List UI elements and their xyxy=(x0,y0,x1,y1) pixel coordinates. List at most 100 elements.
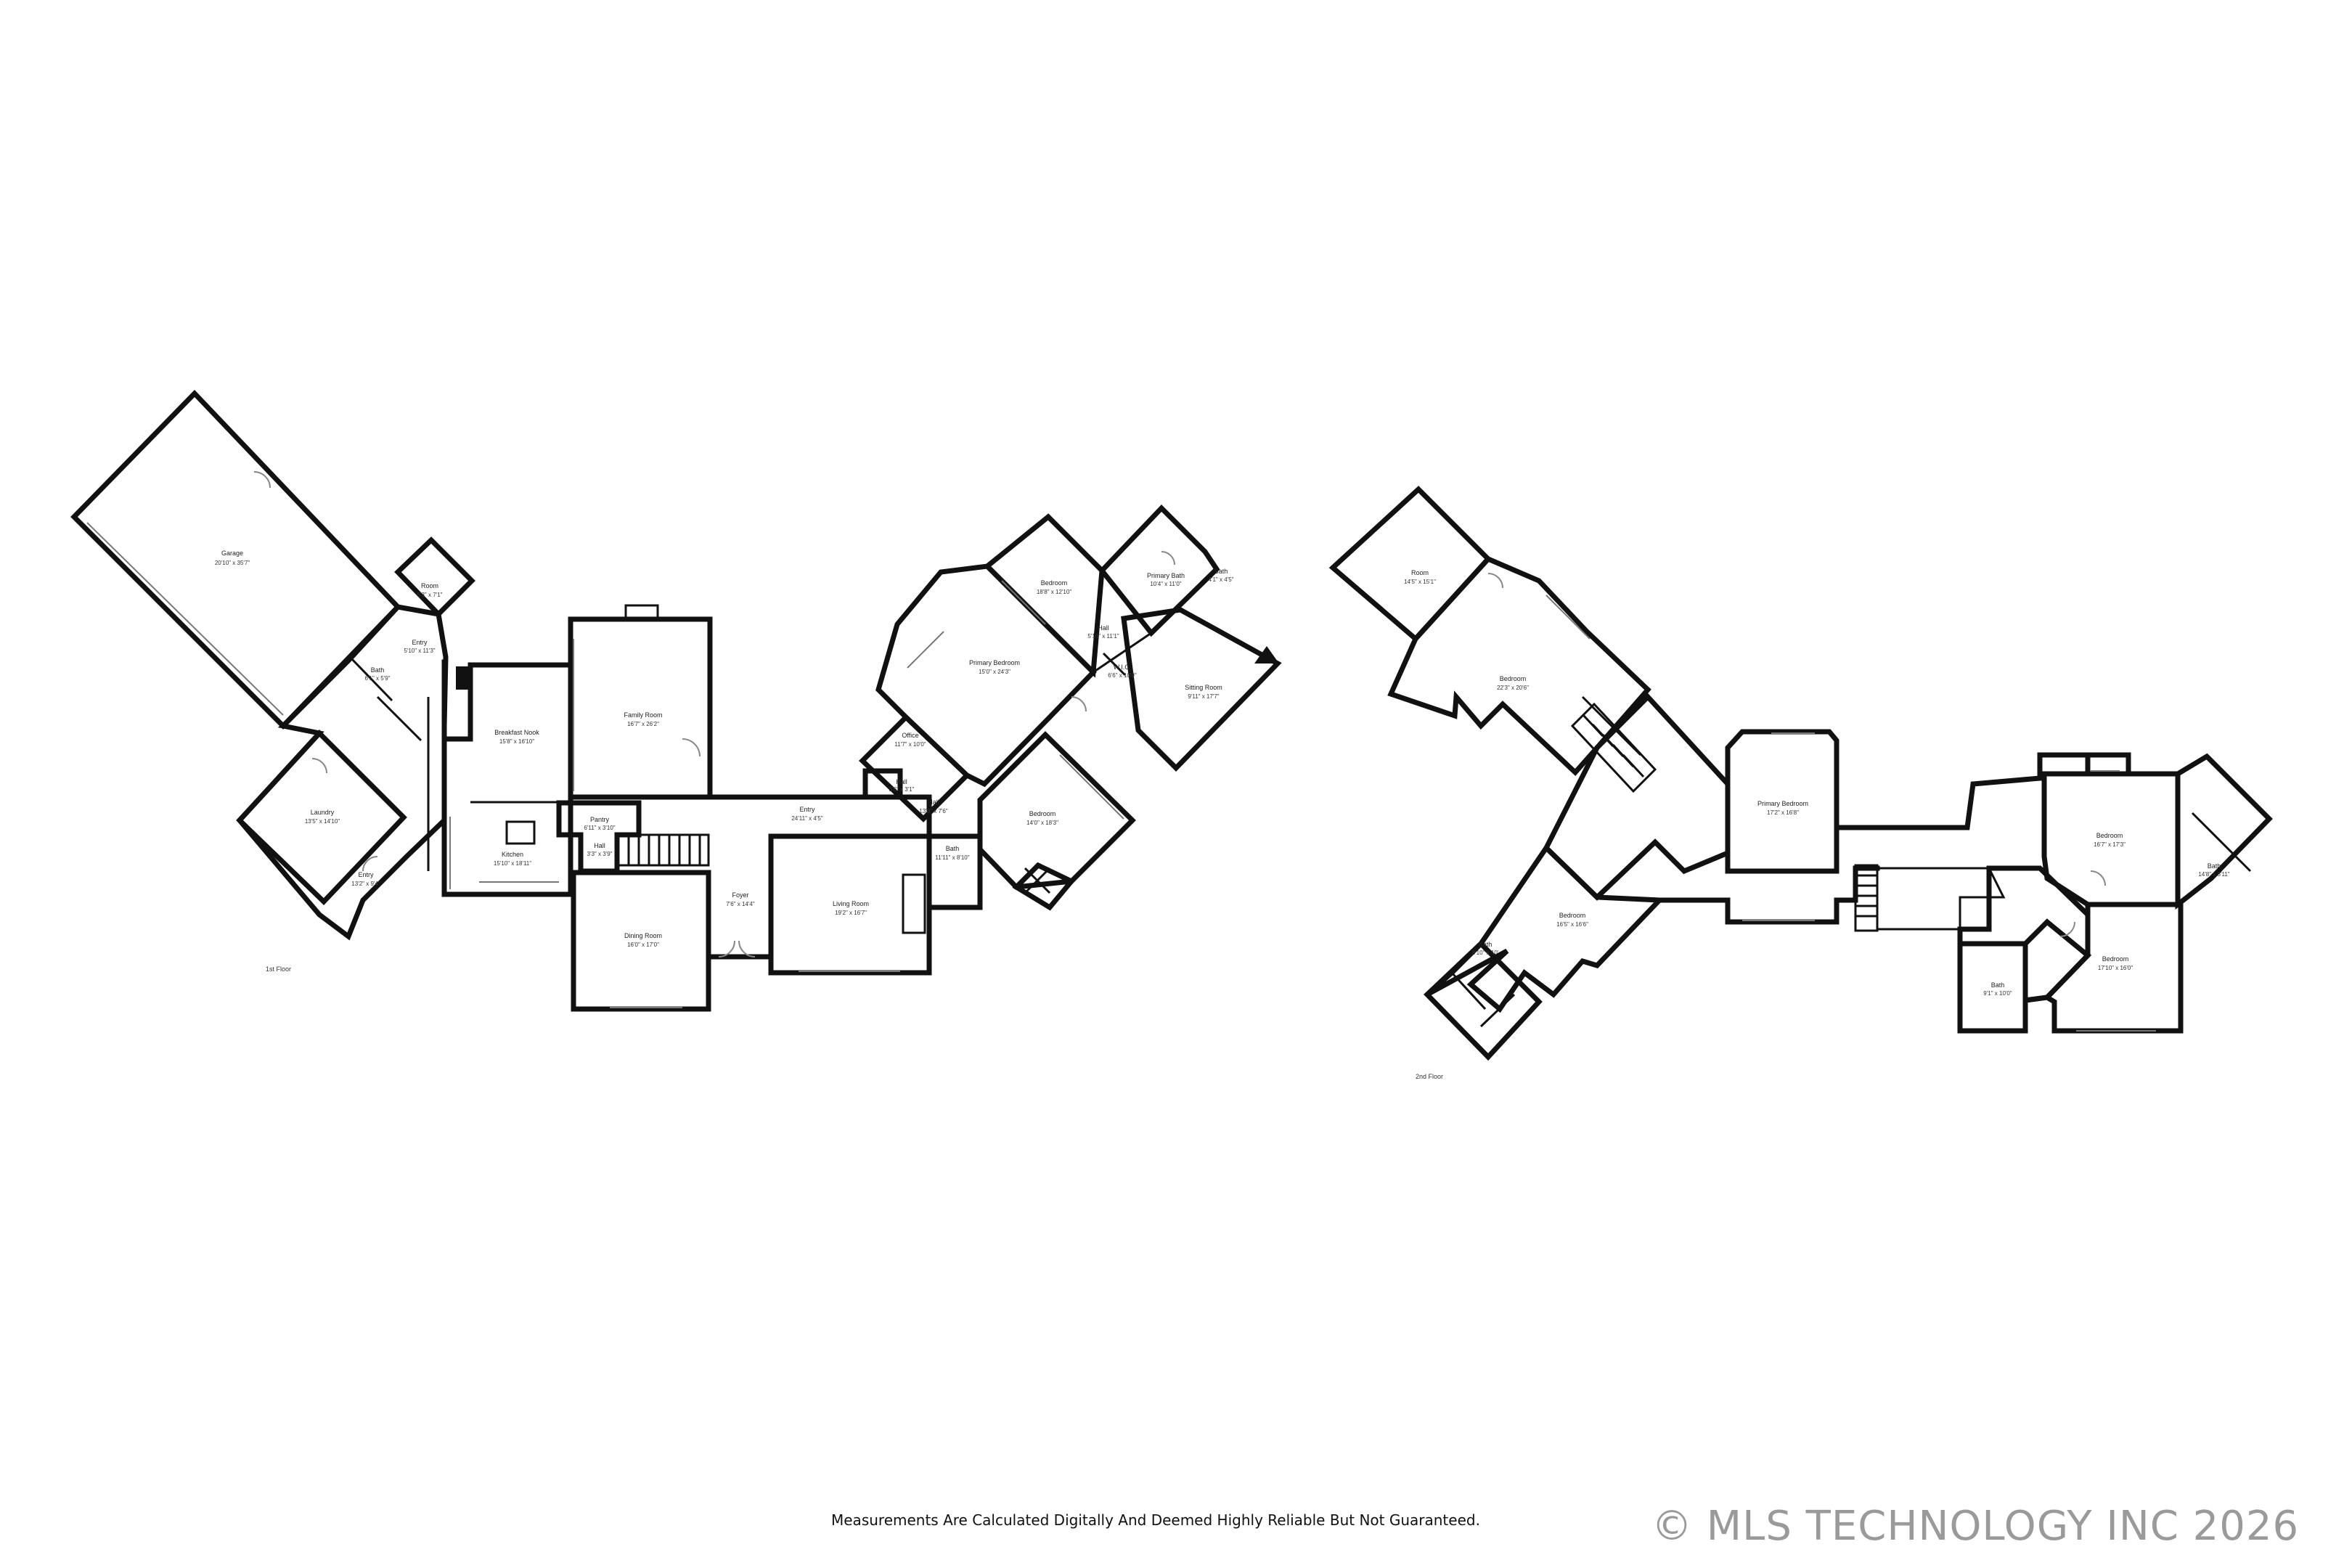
north-wing-walls xyxy=(1328,486,1651,777)
room-dims-small-room: 5'3" x 7'1" xyxy=(417,592,443,598)
family-room-walls xyxy=(568,616,713,800)
first-floor-plan: Garage 20'10" x 35'7" Room 5'3" x 7'1" E… xyxy=(70,389,1282,1012)
east-bedroom-walls xyxy=(977,731,1136,911)
room-name-kitchen: Kitchen xyxy=(502,851,523,858)
room-dims-bath-west: 6'1" x 5'9" xyxy=(365,675,391,682)
second-floor-plan: Room 14'5" x 15'1" Bedroom 22'3" x 20'6"… xyxy=(1328,486,2273,1080)
room-dims-2f-bedroom-southwest: 16'5" x 16'6" xyxy=(1556,921,1588,928)
measurement-disclaimer: Measurements Are Calculated Digitally An… xyxy=(831,1511,1480,1529)
room-name-bath-east: Bath xyxy=(946,845,960,852)
east-cluster-walls xyxy=(1853,752,2273,1034)
room-dims-sitting-room: 9'11" x 17'7" xyxy=(1188,693,1219,700)
room-dims-bath-small: 4'1" x 4'5" xyxy=(1209,576,1234,583)
stairs-second-floor-west xyxy=(1570,702,1657,793)
room-name-2f-bedroom-southeast: Bedroom xyxy=(2102,955,2129,963)
room-dims-hall-kitchen: 3'3" x 3'9" xyxy=(587,851,613,857)
room-name-2f-bath-center: Bath xyxy=(1991,981,2005,989)
room-dims-kitchen: 15'10" x 18'11" xyxy=(494,860,531,867)
room-name-sitting-room: Sitting Room xyxy=(1185,684,1222,691)
room-dims-garage: 20'10" x 35'7" xyxy=(215,560,250,566)
hall-line-top xyxy=(1834,752,2179,830)
room-dims-bath-east: 11'11" x 8'10" xyxy=(935,854,969,861)
room-dims-living-room: 19'2" x 16'7" xyxy=(835,910,867,916)
room-dims-2f-bedroom-north: 22'3" x 20'6" xyxy=(1497,685,1529,691)
room-name-bedroom-east: Bedroom xyxy=(1029,810,1056,817)
room-name-entry-west: Entry xyxy=(412,639,428,646)
room-dims-2f-primary-bedroom: 17'2" x 16'8" xyxy=(1767,809,1799,816)
floor-label-first: 1st Floor xyxy=(266,965,291,973)
room-dims-2f-bath-east: 14'8" x 8'11" xyxy=(2198,871,2229,878)
room-dims-dining-room: 16'0" x 17'0" xyxy=(627,942,659,948)
room-name-hall-kitchen: Hall xyxy=(594,842,605,849)
room-dims-2f-bedroom-southeast: 17'10" x 16'0" xyxy=(2098,965,2133,971)
room-dims-2f-bath-southwest: 8'10" x 10' xyxy=(1472,950,1499,956)
room-dims-office: 11'7" x 10'0" xyxy=(894,741,926,748)
room-name-office: Office xyxy=(902,732,918,739)
room-name-breakfast-nook: Breakfast Nook xyxy=(494,729,539,736)
room-name-hall-office: Hall xyxy=(896,778,907,785)
room-dims-bedroom-east: 14'0" x 18'3" xyxy=(1026,820,1058,826)
room-dims-hall-east: 13'8" x 7'6" xyxy=(919,808,948,814)
primary-wing-walls xyxy=(875,504,1282,788)
room-name-2f-primary-bedroom: Primary Bedroom xyxy=(1757,800,1808,807)
second-floor-labels: Room 14'5" x 15'1" Bedroom 22'3" x 20'6"… xyxy=(1404,569,2230,1080)
room-dims-entry-west: 5'10" x 11'3" xyxy=(404,648,435,654)
room-dims-entry-laundry: 13'2" x 9'4" xyxy=(351,881,380,887)
room-name-hall-east: Hall xyxy=(928,799,939,806)
room-dims-bedroom-north: 18'8" x 12'10" xyxy=(1037,589,1071,595)
room-name-dining-room: Dining Room xyxy=(624,932,662,939)
room-name-bath-small: Bath xyxy=(1214,568,1228,575)
room-dims-pantry: 6'11" x 3'10" xyxy=(584,825,615,831)
room-name-2f-bedroom-north: Bedroom xyxy=(1500,675,1527,682)
room-name-2f-bedroom-southwest: Bedroom xyxy=(1559,912,1586,919)
room-dims-laundry: 13'5" x 14'10" xyxy=(305,818,340,825)
laundry-walls xyxy=(236,729,407,905)
room-name-2f-bath-southwest: Bath xyxy=(1479,941,1493,948)
small-room-walls xyxy=(394,536,475,618)
room-dims-2f-bath-center: 9'1" x 10'0" xyxy=(1983,990,2012,997)
room-name-2f-bath-east: Bath xyxy=(2208,862,2221,870)
room-name-small-room: Room xyxy=(421,582,438,589)
room-name-primary-bath: Primary Bath xyxy=(1147,572,1185,579)
room-name-bedroom-north: Bedroom xyxy=(1041,579,1068,587)
room-name-bath-west: Bath xyxy=(371,666,385,674)
south-connector-walls xyxy=(1657,897,1858,925)
room-dims-hall-primary: 5'10" x 11'1" xyxy=(1087,633,1119,640)
room-name-family-room: Family Room xyxy=(624,711,662,719)
room-dims-primary-bath: 10'4" x 11'0" xyxy=(1150,581,1181,587)
room-dims-wic: 6'6" x 10'9" xyxy=(1108,672,1137,679)
room-name-living-room: Living Room xyxy=(833,900,869,907)
room-dims-2f-room: 14'5" x 15'1" xyxy=(1404,579,1436,585)
copyright-watermark: © MLS TECHNOLOGY INC 2026 xyxy=(1651,1503,2300,1550)
room-dims-family-room: 16'7" x 26'2" xyxy=(627,721,659,727)
room-name-2f-bedroom-northeast: Bedroom xyxy=(2096,832,2123,839)
primary-bedroom-2f-walls xyxy=(1725,729,1839,874)
room-name-wic: W.I.C. xyxy=(1114,663,1132,671)
room-name-pantry: Pantry xyxy=(590,816,610,823)
floor-label-second: 2nd Floor xyxy=(1416,1073,1443,1080)
stairs-second-floor-east xyxy=(1854,864,2006,932)
living-room-walls xyxy=(768,833,932,976)
entry-corridor-walls xyxy=(707,794,932,839)
first-floor-labels: Garage 20'10" x 35'7" Room 5'3" x 7'1" E… xyxy=(215,550,1234,973)
stairs-first-floor xyxy=(617,833,710,867)
room-name-entry-laundry: Entry xyxy=(358,871,374,878)
room-name-laundry: Laundry xyxy=(311,809,335,816)
room-dims-entry-main: 24'11" x 4'5" xyxy=(791,815,822,822)
room-name-2f-room: Room xyxy=(1411,569,1429,576)
southwest-wing-walls xyxy=(1424,844,1665,1061)
room-name-primary-bedroom: Primary Bedroom xyxy=(969,659,1020,666)
room-name-entry-main: Entry xyxy=(799,806,815,813)
room-dims-primary-bedroom: 15'0" x 24'3" xyxy=(979,669,1010,675)
west-wing-walls xyxy=(236,604,449,941)
room-name-foyer: Foyer xyxy=(732,891,748,899)
room-name-garage: Garage xyxy=(221,550,243,557)
room-dims-2f-bedroom-northeast: 16'7" x 17'3" xyxy=(2094,841,2126,848)
room-dims-foyer: 7'6" x 14'4" xyxy=(726,901,755,907)
hall-small-walls xyxy=(862,768,903,800)
dining-room-walls xyxy=(571,870,711,1012)
room-dims-breakfast-nook: 15'8" x 16'10" xyxy=(499,738,534,745)
bath-1f-walls xyxy=(926,833,983,910)
room-name-hall-primary: Hall xyxy=(1098,624,1109,632)
